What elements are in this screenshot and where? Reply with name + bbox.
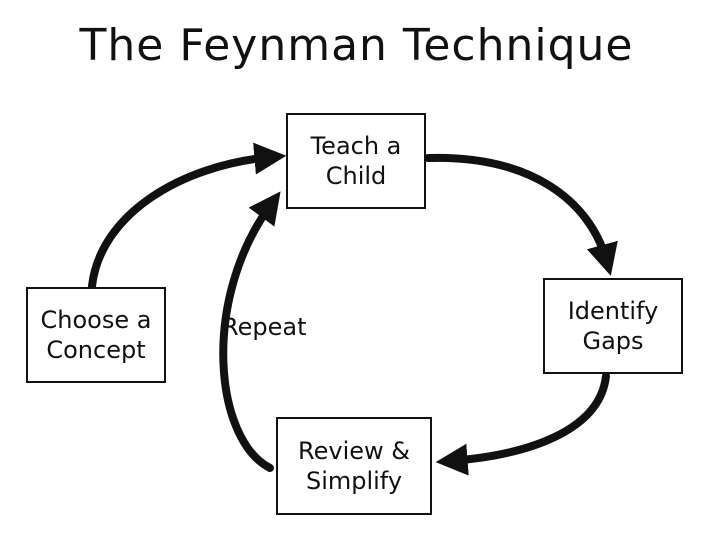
node-label-line: Concept <box>46 336 146 364</box>
arrow-identify-to-review <box>435 372 610 476</box>
diagram-title: The Feynman Technique <box>79 20 634 71</box>
node-identify-gaps: Identify Gaps <box>543 278 683 374</box>
node-label-line: Review & <box>298 437 410 465</box>
node-label-line: Choose a <box>40 306 152 334</box>
repeat-label: Repeat <box>222 313 307 341</box>
node-label-line: Identify <box>567 297 659 325</box>
node-review-and-simplify: Review & Simplify <box>276 417 432 515</box>
node-choose-a-concept: Choose a Concept <box>26 287 166 383</box>
node-label-line: Simplify <box>305 467 403 495</box>
node-label-line: Gaps <box>582 327 644 355</box>
node-teach-a-child: Teach a Child <box>286 113 426 209</box>
arrow-teach-to-identify <box>424 153 618 276</box>
node-label-line: Teach a <box>310 132 402 160</box>
node-label-line: Child <box>325 162 387 190</box>
arrow-choose-to-teach <box>88 142 287 290</box>
arrow-review-to-teach-repeat <box>219 191 281 472</box>
